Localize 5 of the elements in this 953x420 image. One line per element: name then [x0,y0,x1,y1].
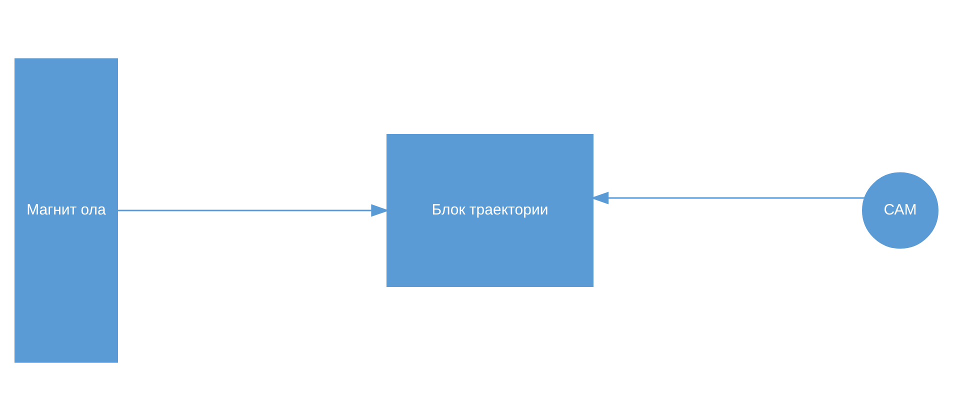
arrow [590,191,865,204]
arrow [117,204,390,216]
node-box: Блок траектории [386,134,594,286]
node-circle: САМ [862,172,938,248]
node-box: Магнит ола [14,58,118,362]
